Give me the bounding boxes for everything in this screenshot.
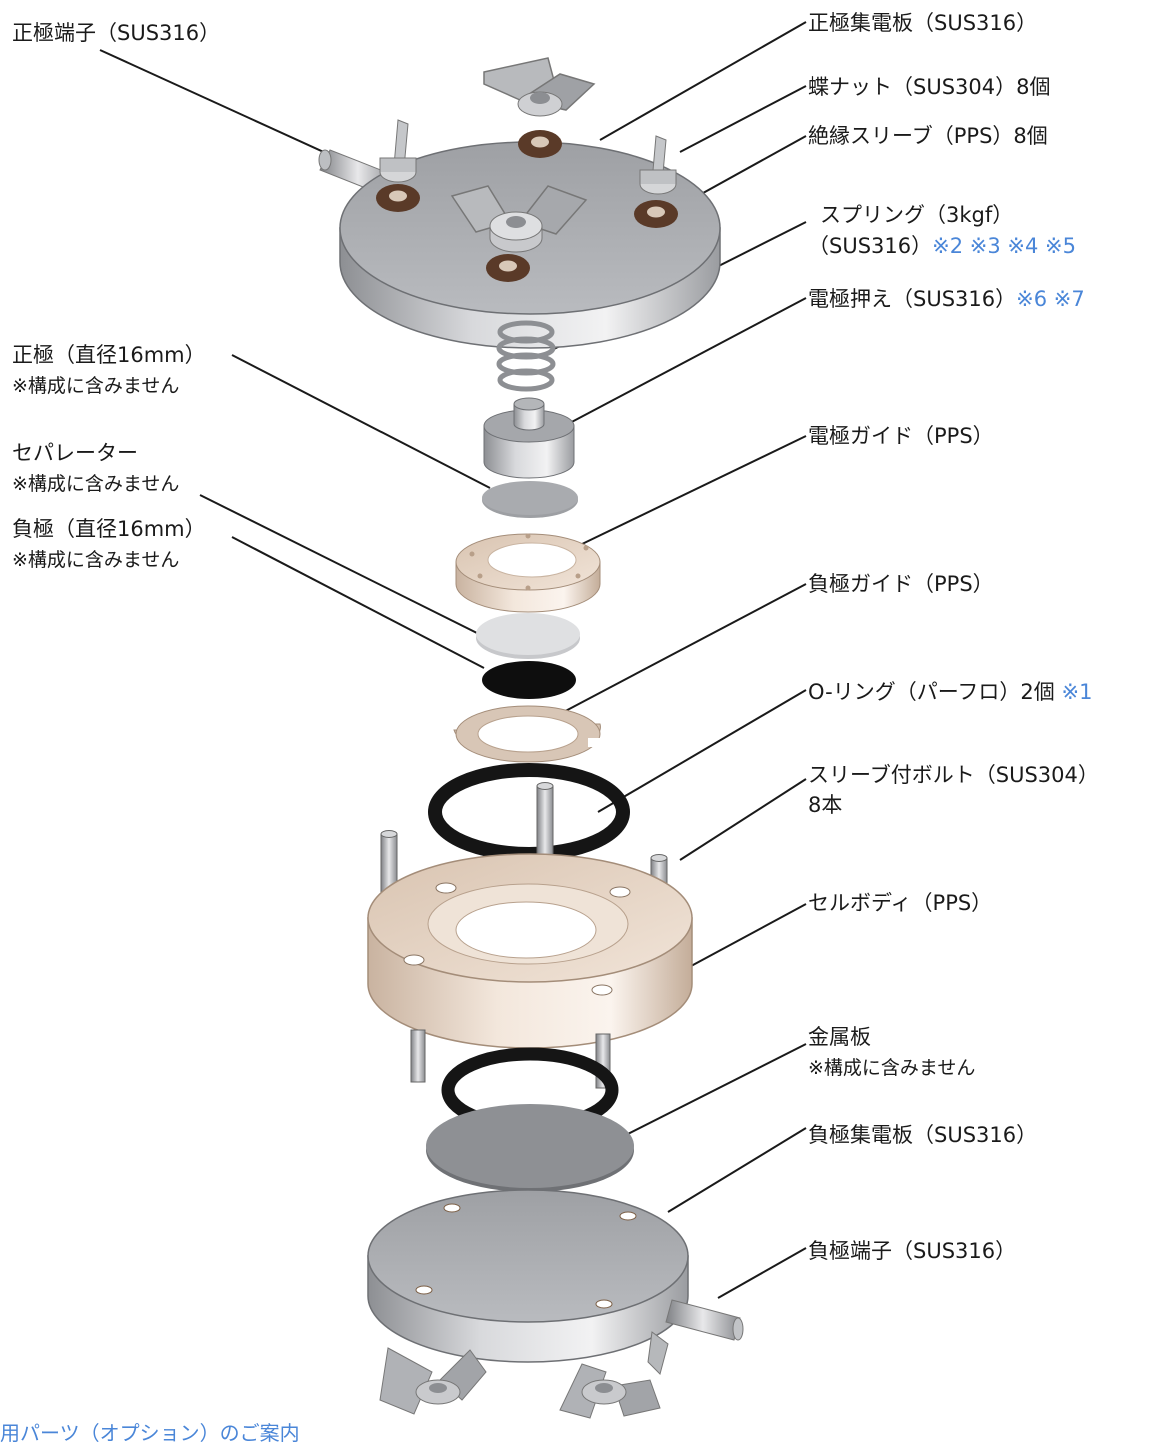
leader-o-ring	[597, 689, 807, 813]
label-metal-plate-note: ※構成に含みません	[808, 1057, 976, 1079]
separator-disk	[476, 613, 580, 659]
leader-negative-guide	[555, 583, 807, 717]
label-insulating-sleeve: 絶縁スリーブ（PPS）8個	[808, 124, 1048, 148]
leader-negative-electrode	[231, 536, 485, 669]
label-positive-electrode-note: ※構成に含みません	[12, 375, 180, 397]
wing-nut-bottom-left	[379, 1347, 487, 1415]
label-positive-terminal: 正極端子（SUS316）	[12, 21, 221, 45]
negative-collector-plate	[367, 1189, 744, 1363]
leader-electrode-holder	[565, 297, 807, 426]
leader-electrode-guide	[579, 435, 807, 546]
label-o-ring-row: O-リング（パーフロ）2個 ※1	[808, 677, 1092, 707]
label-spring: スプリング（3kgf）	[820, 203, 1014, 227]
metal-plate-disk	[426, 1104, 634, 1192]
spring	[496, 320, 556, 392]
leader-negative-collector	[667, 1127, 807, 1213]
insulating-sleeve-left	[376, 184, 420, 212]
label-negative-terminal: 負極端子（SUS316）	[808, 1239, 1017, 1263]
o-ring-upper	[428, 763, 630, 861]
label-sleeve-bolt: スリーブ付ボルト（SUS304）	[808, 763, 1099, 787]
label-spring-notes: ※2 ※3 ※4 ※5	[932, 234, 1076, 258]
negative-terminal-rod	[665, 1299, 744, 1341]
wing-nut-rear	[483, 57, 596, 117]
wing-nut-bottom-right	[559, 1363, 661, 1419]
cell-body	[367, 853, 693, 1049]
label-electrode-holder: 電極押え（SUS316）	[808, 287, 1017, 311]
label-sleeve-bolt-count: 8本	[808, 793, 843, 817]
label-spring-material-row: （SUS316）※2 ※3 ※4 ※5	[808, 231, 1076, 261]
negative-electrode-disk	[482, 661, 576, 699]
label-separator-note: ※構成に含みません	[12, 473, 180, 495]
label-o-ring-note: ※1	[1061, 680, 1093, 704]
wing-nut-left	[379, 119, 417, 183]
leader-cell-body	[679, 903, 807, 973]
label-electrode-guide: 電極ガイド（PPS）	[808, 424, 994, 448]
label-electrode-holder-notes: ※6 ※7	[1016, 287, 1085, 311]
label-metal-plate: 金属板	[808, 1025, 871, 1049]
insulating-sleeve-rear	[518, 130, 562, 158]
label-o-ring: O-リング（パーフロ）2個	[808, 680, 1055, 704]
label-wing-nut: 蝶ナット（SUS304）8個	[808, 75, 1051, 99]
label-positive-collector: 正極集電板（SUS316）	[808, 11, 1038, 35]
leader-positive-electrode	[231, 354, 491, 489]
insulating-sleeves	[376, 130, 678, 282]
label-positive-electrode: 正極（直径16mm）	[12, 343, 206, 367]
leader-separator	[199, 494, 488, 639]
leader-wing-nut	[679, 85, 807, 153]
label-separator: セパレーター	[12, 441, 138, 465]
leader-negative-terminal	[717, 1247, 807, 1299]
wing-nut-front	[450, 185, 588, 253]
wing-nut-right	[639, 135, 677, 195]
label-spring-material: （SUS316）	[808, 234, 933, 258]
wing-nut-bottom-peek	[647, 1331, 669, 1375]
leader-metal-plate	[611, 1043, 807, 1143]
positive-collector-plate	[318, 57, 721, 349]
label-negative-electrode-note: ※構成に含みません	[12, 549, 180, 571]
leader-positive-collector	[599, 21, 807, 141]
label-negative-electrode: 負極（直径16mm）	[12, 517, 206, 541]
electrode-guide-ring	[455, 533, 601, 613]
options-info-link[interactable]: 用パーツ（オプション）のご案内	[0, 1421, 300, 1445]
label-negative-collector: 負極集電板（SUS316）	[808, 1123, 1038, 1147]
positive-electrode-disk	[482, 481, 578, 518]
label-negative-guide: 負極ガイド（PPS）	[808, 572, 994, 596]
insulating-sleeve-front	[486, 254, 530, 282]
insulating-sleeve-right	[634, 200, 678, 228]
label-electrode-holder-row: 電極押え（SUS316）※6 ※7	[808, 284, 1085, 314]
electrode-holder	[483, 397, 575, 479]
negative-guide-ring	[453, 705, 602, 763]
leader-sleeve-bolt	[679, 778, 807, 861]
label-cell-body: セルボディ（PPS）	[808, 891, 993, 915]
